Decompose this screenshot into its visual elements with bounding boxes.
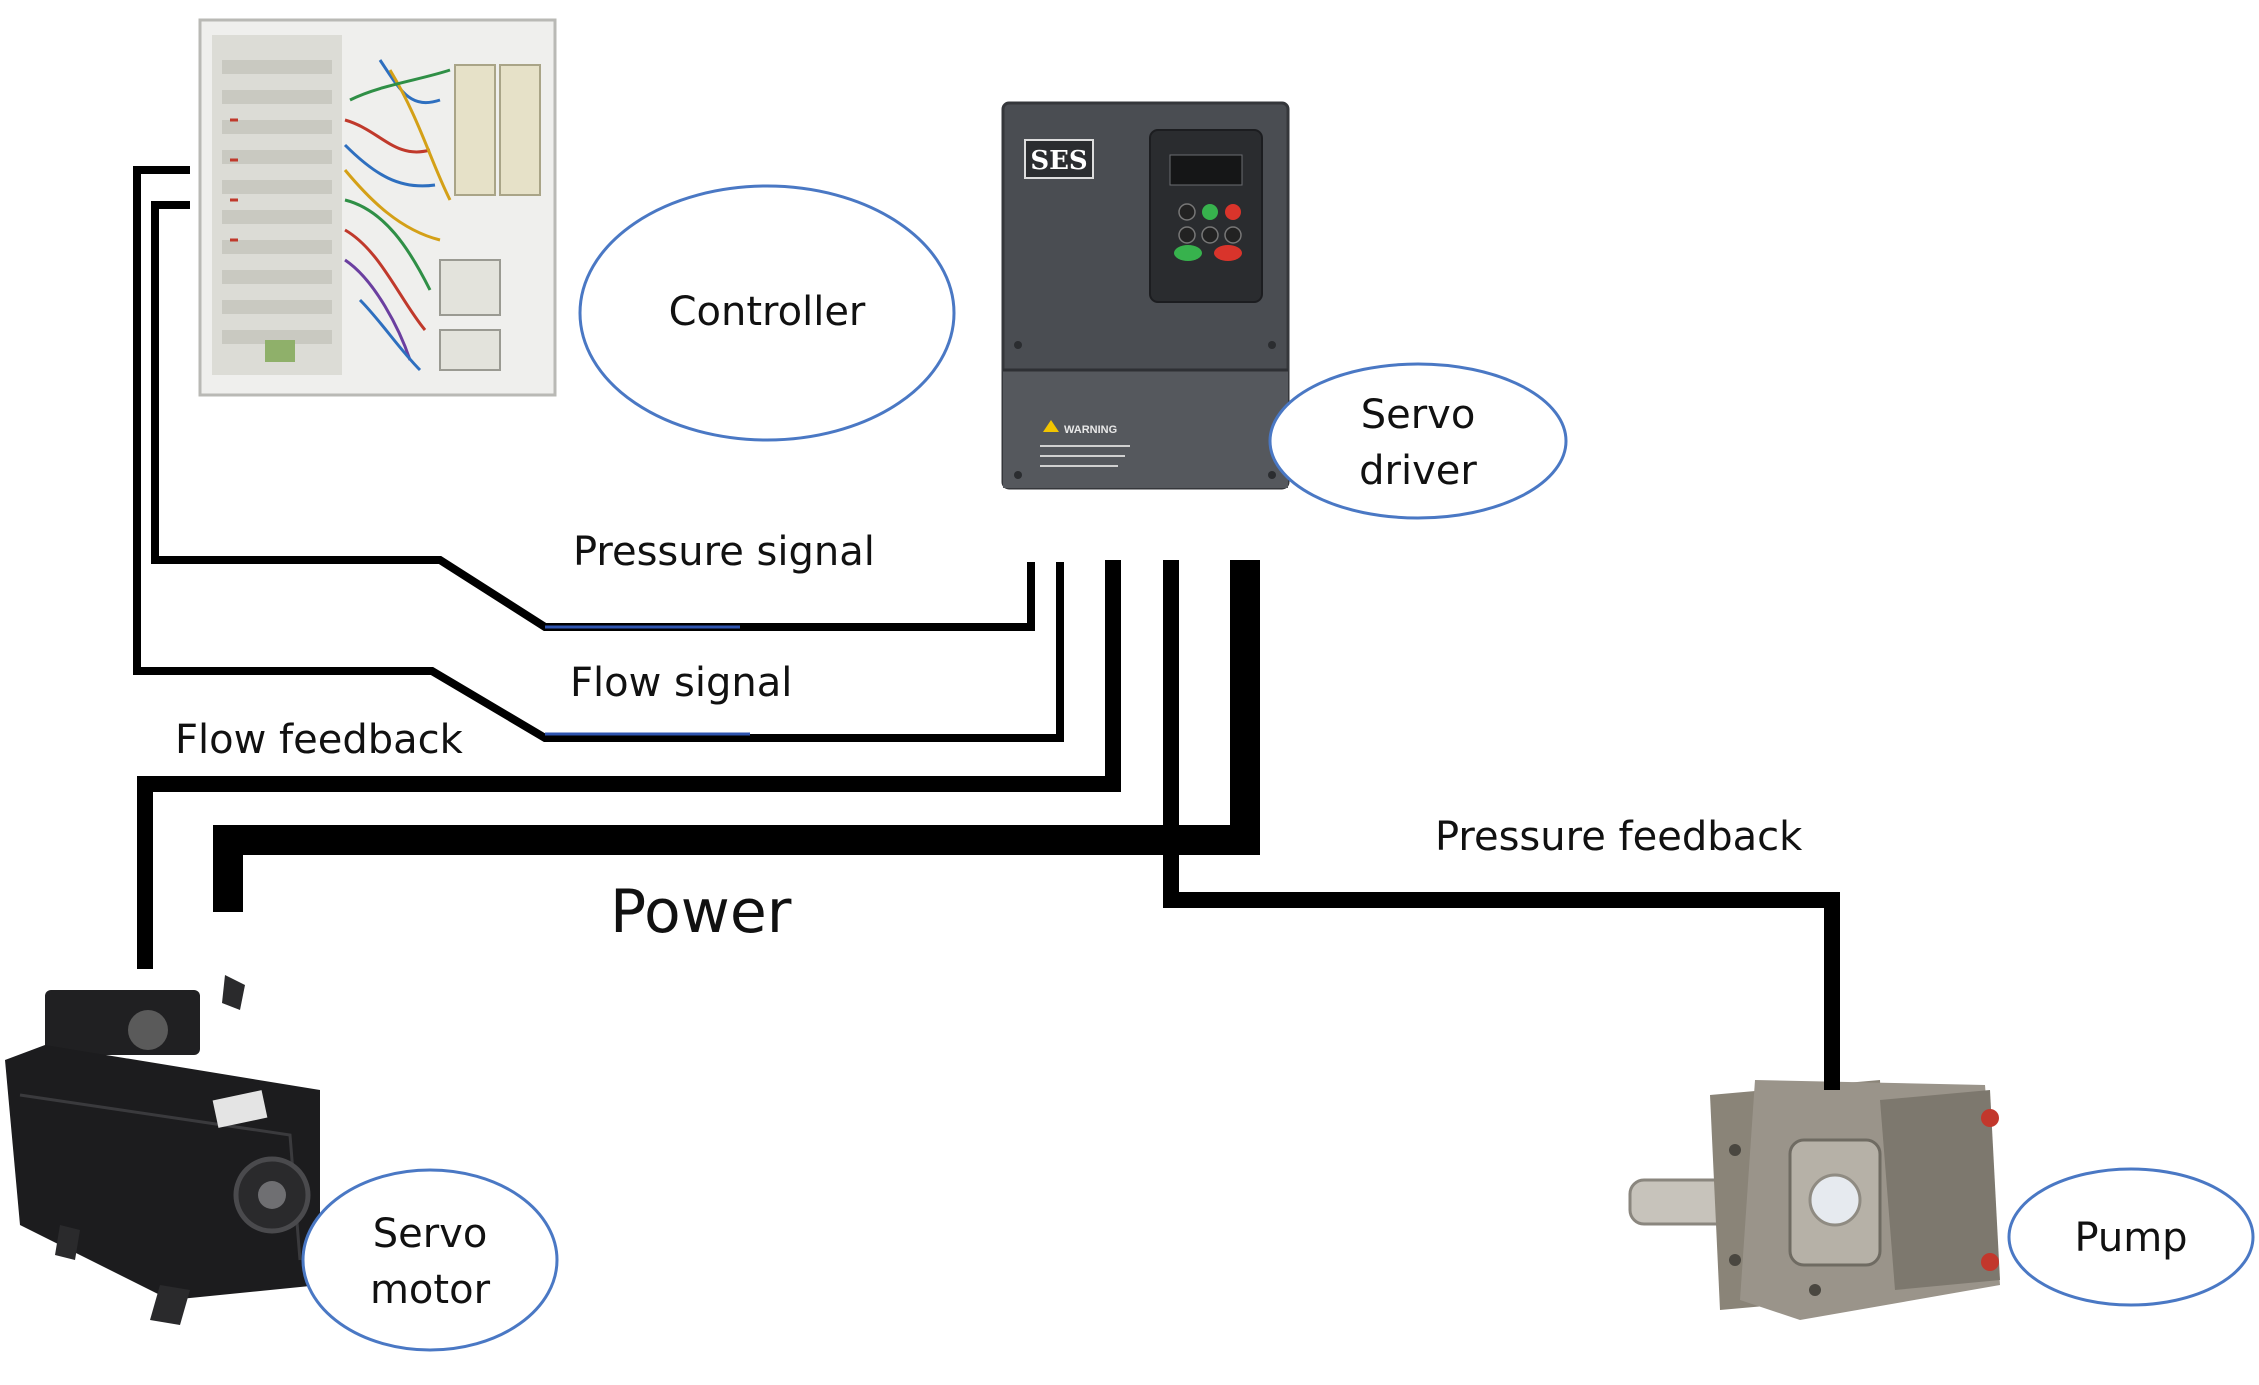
flow-feedback-label: Flow feedback [175, 717, 464, 763]
driver-logo: SES [1030, 146, 1087, 176]
power-wire [213, 560, 1260, 912]
pressure-feedback-label: Pressure feedback [1435, 814, 1803, 860]
servo-driver-callout: Servo driver [1268, 362, 1568, 520]
pressure-feedback-wire [1163, 560, 1840, 1090]
wiring [133, 166, 1840, 1090]
controller-label: Controller [669, 289, 866, 335]
pressure-signal-label: Pressure signal [573, 529, 875, 575]
servo-motor-callout: Servo motor [301, 1168, 559, 1352]
servo-driver-label-line2: driver [1359, 448, 1477, 494]
servo-driver-label-line1: Servo [1361, 392, 1476, 438]
flow-signal-label: Flow signal [570, 660, 792, 706]
flow-feedback-wire [137, 560, 1121, 969]
flow-signal-wire [133, 166, 1064, 742]
servo-motor-image [5, 975, 320, 1325]
controller-callout: Controller [578, 184, 956, 442]
pump-callout: Pump [2007, 1167, 2255, 1307]
pressure-signal-wire [151, 201, 1035, 631]
power-label: Power [610, 877, 792, 947]
pump-label: Pump [2074, 1215, 2187, 1261]
pump-image [1628, 1080, 2000, 1320]
servo-motor-label-line2: motor [370, 1267, 491, 1313]
servo-motor-label-line1: Servo [373, 1211, 488, 1257]
controller-cabinet-image [198, 18, 557, 397]
driver-warning-text: WARNING [1064, 424, 1117, 436]
servo-driver-image: SES WARNING [1001, 101, 1290, 490]
